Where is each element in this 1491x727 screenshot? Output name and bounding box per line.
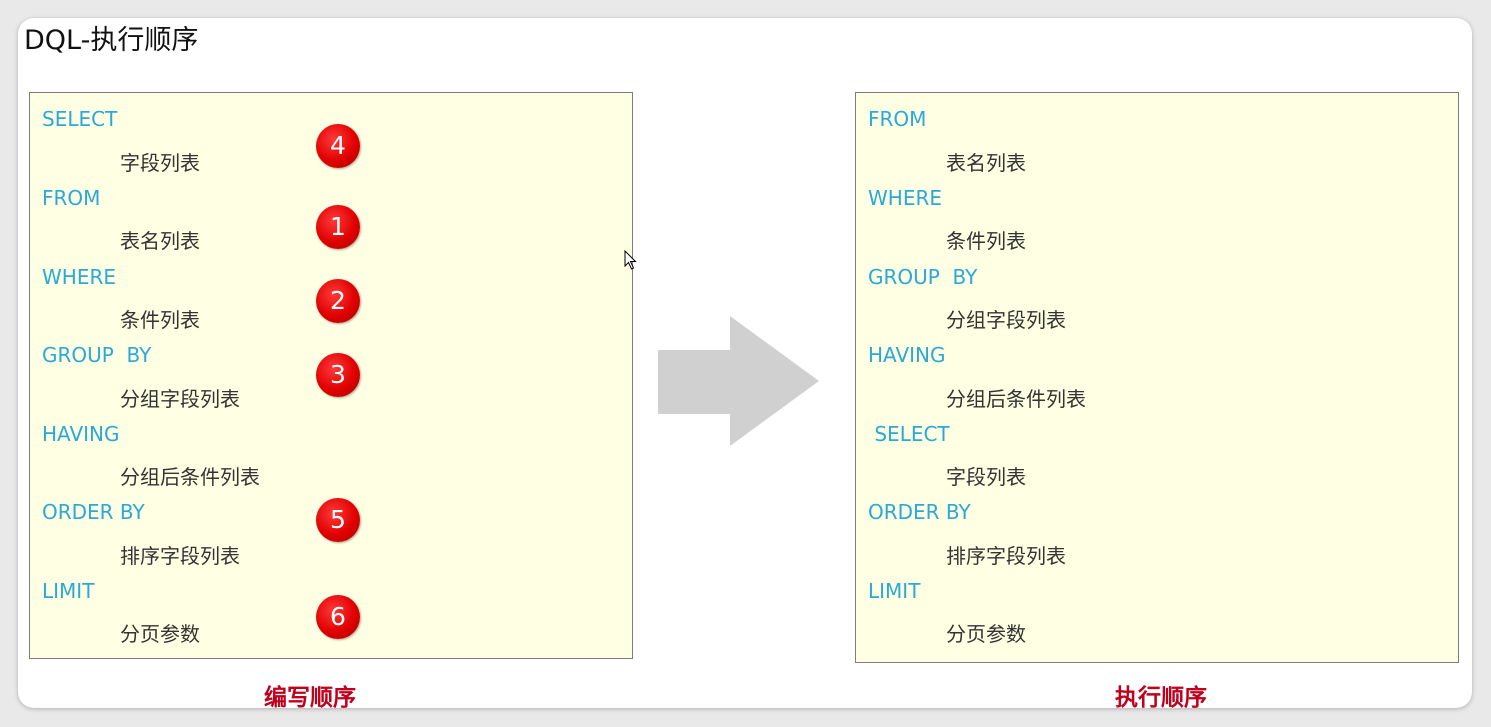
exec-value-limit: 分页参数 bbox=[946, 622, 1026, 646]
write-keyword-group-by: GROUP BY bbox=[42, 343, 152, 367]
exec-value-select: 字段列表 bbox=[946, 465, 1026, 489]
write-value-select: 字段列表 bbox=[120, 151, 200, 175]
write-value-group-by: 分组字段列表 bbox=[120, 387, 240, 411]
right-arrow-icon bbox=[658, 316, 819, 446]
step-badge-from: 1 bbox=[316, 205, 360, 249]
exec-keyword-limit: LIMIT bbox=[868, 579, 921, 603]
exec-keyword-where: WHERE bbox=[868, 186, 942, 210]
write-keyword-from: FROM bbox=[42, 186, 101, 210]
step-badge-limit: 6 bbox=[316, 595, 360, 639]
write-order-box: SELECT 字段列表 FROM 表名列表 WHERE 条件列表 GROUP B… bbox=[29, 92, 633, 659]
exec-keyword-order-by: ORDER BY bbox=[868, 500, 971, 524]
exec-value-from: 表名列表 bbox=[946, 151, 1026, 175]
exec-keyword-having: HAVING bbox=[868, 343, 946, 367]
slide: DQL-执行顺序 SELECT 字段列表 FROM 表名列表 WHERE 条件列… bbox=[18, 18, 1472, 711]
write-value-from: 表名列表 bbox=[120, 229, 200, 253]
exec-keyword-select: SELECT bbox=[868, 422, 950, 446]
page-title: DQL-执行顺序 bbox=[24, 25, 199, 56]
write-value-limit: 分页参数 bbox=[120, 622, 200, 646]
write-order-caption: 编写顺序 bbox=[264, 685, 356, 711]
write-keyword-limit: LIMIT bbox=[42, 579, 95, 603]
step-badge-select: 4 bbox=[316, 124, 360, 168]
write-value-order-by: 排序字段列表 bbox=[120, 544, 240, 568]
step-badge-order-by: 5 bbox=[316, 498, 360, 542]
mouse-pointer-icon bbox=[624, 250, 637, 270]
exec-order-caption: 执行顺序 bbox=[1115, 685, 1207, 711]
exec-value-having: 分组后条件列表 bbox=[946, 387, 1086, 411]
step-badge-group-by: 3 bbox=[316, 353, 360, 397]
write-keyword-having: HAVING bbox=[42, 422, 120, 446]
write-keyword-select: SELECT bbox=[42, 107, 118, 131]
step-badge-where: 2 bbox=[316, 279, 360, 323]
write-keyword-where: WHERE bbox=[42, 265, 116, 289]
exec-keyword-group-by: GROUP BY bbox=[868, 265, 978, 289]
write-value-where: 条件列表 bbox=[120, 308, 200, 332]
exec-order-box: FROM 表名列表 WHERE 条件列表 GROUP BY 分组字段列表 HAV… bbox=[855, 92, 1459, 663]
exec-value-order-by: 排序字段列表 bbox=[946, 544, 1066, 568]
exec-value-group-by: 分组字段列表 bbox=[946, 308, 1066, 332]
exec-value-where: 条件列表 bbox=[946, 229, 1026, 253]
exec-keyword-from: FROM bbox=[868, 107, 927, 131]
write-keyword-order-by: ORDER BY bbox=[42, 500, 145, 524]
write-value-having: 分组后条件列表 bbox=[120, 465, 260, 489]
